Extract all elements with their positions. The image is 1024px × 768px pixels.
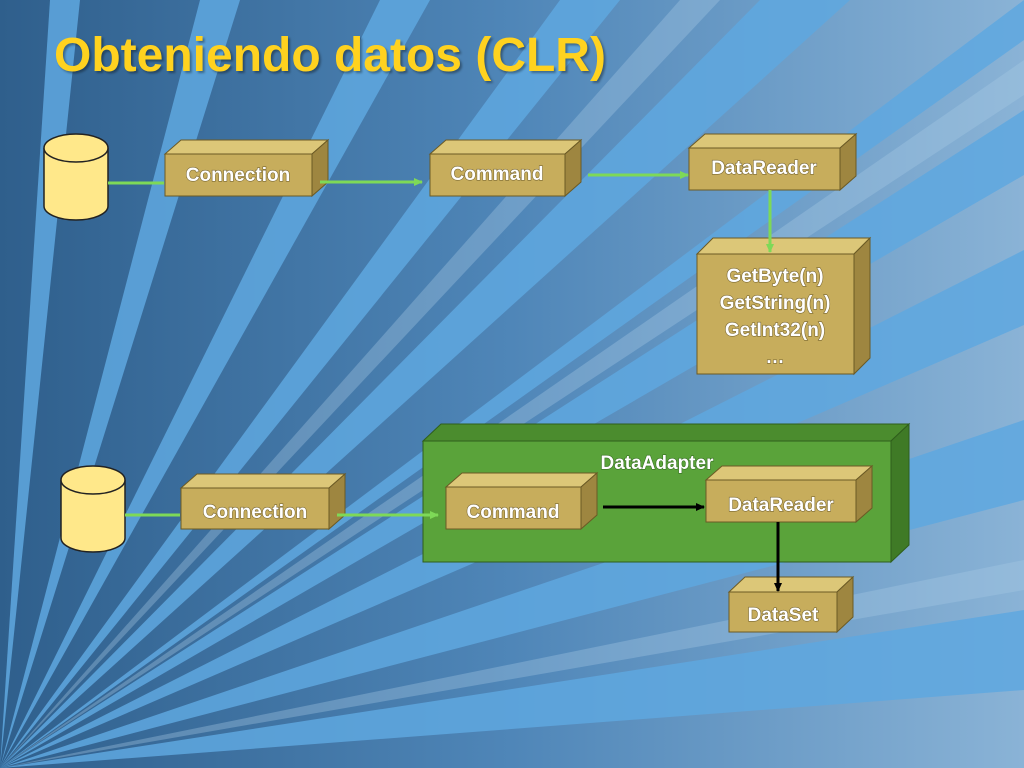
database-icon-bottom bbox=[60, 465, 126, 553]
connection-label-bottom: Connection bbox=[203, 502, 308, 523]
connection-box-top: Connection bbox=[163, 138, 330, 198]
database-icon-top bbox=[43, 133, 109, 221]
datareader-box-bottom: DataReader bbox=[704, 464, 874, 524]
datareader-label-bottom: DataReader bbox=[728, 495, 834, 516]
connection-box-bottom: Connection bbox=[179, 472, 347, 531]
method-getstring: GetString(n) bbox=[720, 293, 831, 314]
methods-box: GetByte(n) GetString(n) GetInt32(n) … bbox=[695, 236, 872, 376]
dataadapter-label: DataAdapter bbox=[601, 453, 715, 474]
datareader-label-top: DataReader bbox=[711, 158, 817, 179]
command-box-bottom: Command bbox=[444, 471, 599, 531]
method-getbyte: GetByte(n) bbox=[726, 266, 823, 287]
command-box-top: Command bbox=[428, 138, 583, 198]
connection-label-top: Connection bbox=[186, 165, 291, 186]
datareader-box-top: DataReader bbox=[687, 132, 858, 192]
command-label-bottom: Command bbox=[467, 502, 560, 523]
dataset-box: DataSet bbox=[727, 575, 855, 634]
method-getint32: GetInt32(n) bbox=[725, 320, 825, 341]
method-ellipsis: … bbox=[766, 347, 785, 368]
dataset-label: DataSet bbox=[748, 605, 819, 626]
command-label-top: Command bbox=[451, 164, 544, 185]
slide-title: Obteniendo datos (CLR) bbox=[54, 29, 606, 82]
